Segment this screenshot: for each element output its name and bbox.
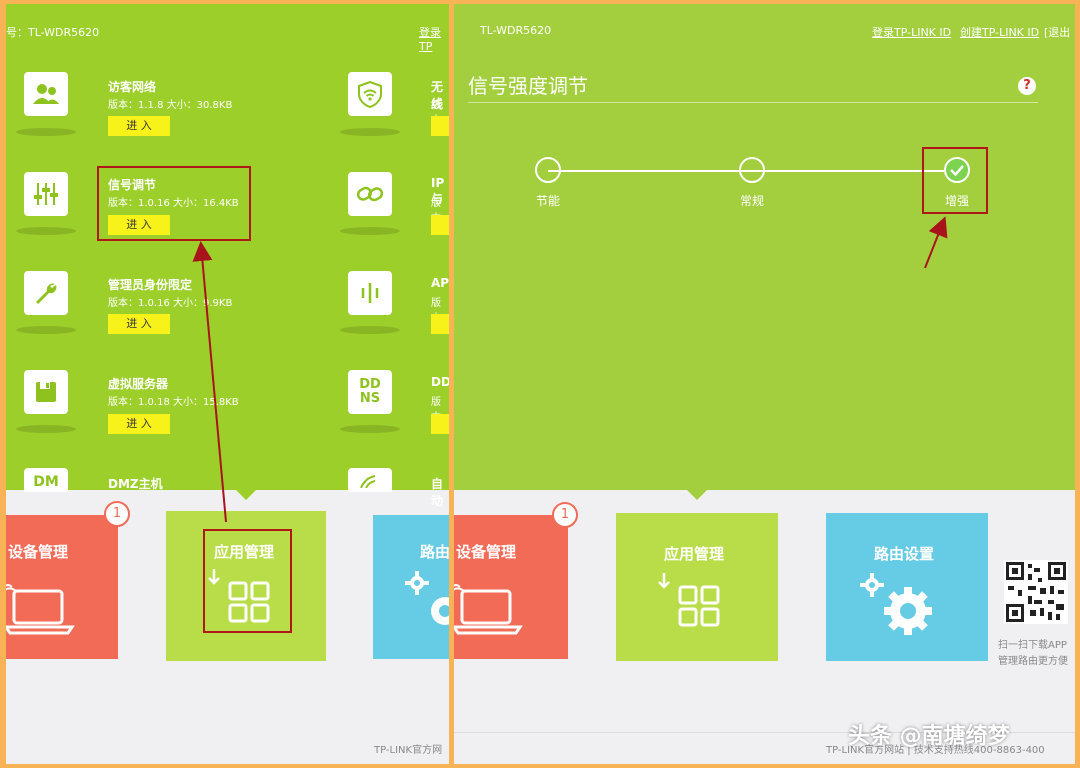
link-icon bbox=[348, 172, 392, 216]
app-name-api: API bbox=[431, 276, 449, 290]
logout-link[interactable]: [退出 bbox=[1044, 26, 1071, 39]
router-model-label: TL-WDR5620 bbox=[480, 24, 552, 37]
signal-bars-icon bbox=[348, 271, 392, 315]
step-option-eco[interactable] bbox=[535, 157, 561, 183]
router-settings-tile[interactable]: 路由 bbox=[373, 515, 449, 659]
app-management-panel: 号：TL-WDR5620 登录TP 访客网络 版本：1.1.8 大小：30.8K… bbox=[6, 4, 449, 764]
ddns-icon: DD NS bbox=[348, 370, 392, 414]
footer-link[interactable]: TP-LINK官方网 bbox=[374, 745, 443, 756]
checkmark-icon bbox=[950, 165, 964, 177]
app-meta: 版本：1.1.8 大小：30.8KB bbox=[108, 100, 233, 111]
icon-shadow bbox=[340, 227, 400, 235]
icon-shadow bbox=[340, 425, 400, 433]
tile-title: 设备管理 bbox=[8, 543, 69, 561]
footer-text: TP-LINK官方网站 | 技术支持热线400-8863-400 bbox=[826, 745, 1045, 756]
router-settings-tile[interactable]: 路由设置 bbox=[826, 513, 988, 661]
wifi-shield-icon bbox=[348, 72, 392, 116]
app-meta: 版本：1.0.18 大小：15.8KB bbox=[108, 397, 239, 408]
floppy-icon bbox=[24, 370, 68, 414]
enter-button-guest-network[interactable]: 进 入 bbox=[108, 116, 170, 136]
qr-caption-line-1: 扫一扫下载APP bbox=[998, 640, 1067, 651]
content-area bbox=[454, 4, 1075, 490]
qr-caption-line-2: 管理路由更方便 bbox=[998, 656, 1068, 667]
active-tab-caret bbox=[687, 490, 707, 500]
step-option-normal[interactable] bbox=[739, 157, 765, 183]
device-management-tile[interactable]: 设备管理 bbox=[454, 515, 568, 659]
tile-title: 应用管理 bbox=[214, 543, 275, 561]
highlight-box-signal-adjust bbox=[97, 166, 251, 241]
gear-icon bbox=[405, 571, 449, 625]
apps-grid-icon bbox=[208, 569, 270, 623]
app-name-wireless: 无线 bbox=[431, 80, 444, 111]
icon-shadow bbox=[16, 227, 76, 235]
highlight-box-boost bbox=[922, 147, 988, 214]
app-management-tile[interactable]: 应用管理 bbox=[616, 513, 778, 661]
wrench-icon bbox=[24, 271, 68, 315]
tile-title: 设备管理 bbox=[456, 543, 517, 561]
help-icon[interactable]: ? bbox=[1018, 77, 1036, 95]
watermark: 头条 @南塘绮梦 bbox=[848, 724, 1010, 749]
app-name-ip-mac: IP与 bbox=[431, 176, 445, 206]
icon-shadow bbox=[16, 425, 76, 433]
users-icon bbox=[24, 72, 68, 116]
app-name-dmz: DMZ主机 bbox=[108, 477, 163, 491]
app-name-signal-adjust: 信号调节 bbox=[108, 178, 157, 192]
enter-button-api[interactable] bbox=[431, 314, 449, 334]
create-id-link[interactable]: 创建TP-LINK ID bbox=[960, 26, 1040, 39]
active-tab-caret bbox=[236, 490, 256, 500]
enter-button-wireless[interactable] bbox=[431, 116, 449, 136]
qr-code-image bbox=[1004, 560, 1068, 624]
step-label-normal: 常规 bbox=[740, 194, 765, 208]
footer-divider bbox=[454, 732, 1075, 733]
title-divider bbox=[468, 102, 1038, 103]
satellite-icon bbox=[348, 468, 392, 492]
enter-button-ddns[interactable] bbox=[431, 414, 449, 434]
sliders-icon bbox=[24, 172, 68, 216]
app-meta: 版本：1.0.16 大小：9.9KB bbox=[108, 298, 233, 309]
highlight-box-app-management bbox=[203, 529, 292, 633]
device-management-tile[interactable]: 设备管理 bbox=[6, 515, 118, 659]
app-management-tile[interactable]: 应用管理 bbox=[166, 511, 326, 661]
tile-title: 路由 bbox=[420, 543, 449, 561]
enter-button-signal-adjust[interactable]: 进 入 bbox=[108, 215, 170, 235]
signal-strength-panel: TL-WDR5620 登录TP-LINK ID 创建TP-LINK ID [退出… bbox=[454, 4, 1075, 764]
arrow-to-boost bbox=[924, 216, 948, 269]
app-name-admin-identity: 管理员身份限定 bbox=[108, 278, 193, 292]
laptop-icon bbox=[454, 584, 523, 635]
arrow-to-signal-adjust bbox=[192, 241, 227, 523]
icon-shadow bbox=[16, 128, 76, 136]
step-option-boost[interactable] bbox=[944, 157, 970, 183]
enter-button-admin-identity[interactable]: 进 入 bbox=[108, 314, 170, 334]
app-name-guest-network: 访客网络 bbox=[108, 80, 157, 94]
icon-shadow bbox=[340, 326, 400, 334]
dmz-icon: DM bbox=[24, 468, 68, 492]
icon-shadow bbox=[16, 326, 76, 334]
router-model-label: 号：TL-WDR5620 bbox=[6, 26, 100, 39]
page-title: 信号强度调节 bbox=[468, 74, 588, 98]
notification-badge: 1 bbox=[552, 502, 578, 528]
laptop-icon bbox=[6, 584, 75, 635]
app-name-ddns: DD bbox=[431, 375, 449, 389]
enter-button-ip-mac[interactable] bbox=[431, 215, 449, 235]
login-link[interactable]: 登录TP bbox=[419, 26, 441, 53]
step-label-boost: 增强 bbox=[945, 194, 970, 208]
app-name-virtual-server: 虚拟服务器 bbox=[108, 377, 169, 391]
tile-title: 应用管理 bbox=[664, 545, 725, 563]
login-link[interactable]: 登录TP-LINK ID bbox=[872, 26, 952, 39]
apps-grid-icon bbox=[658, 573, 720, 627]
enter-button-virtual-server[interactable]: 进 入 bbox=[108, 414, 170, 434]
tile-title: 路由设置 bbox=[874, 545, 935, 563]
notification-badge: 1 bbox=[104, 501, 130, 527]
step-label-eco: 节能 bbox=[536, 194, 561, 208]
app-name-auto: 自动 bbox=[431, 477, 444, 508]
app-meta: 版本：1.0.16 大小：16.4KB bbox=[108, 198, 239, 209]
gear-icon bbox=[860, 573, 932, 635]
icon-shadow bbox=[340, 128, 400, 136]
